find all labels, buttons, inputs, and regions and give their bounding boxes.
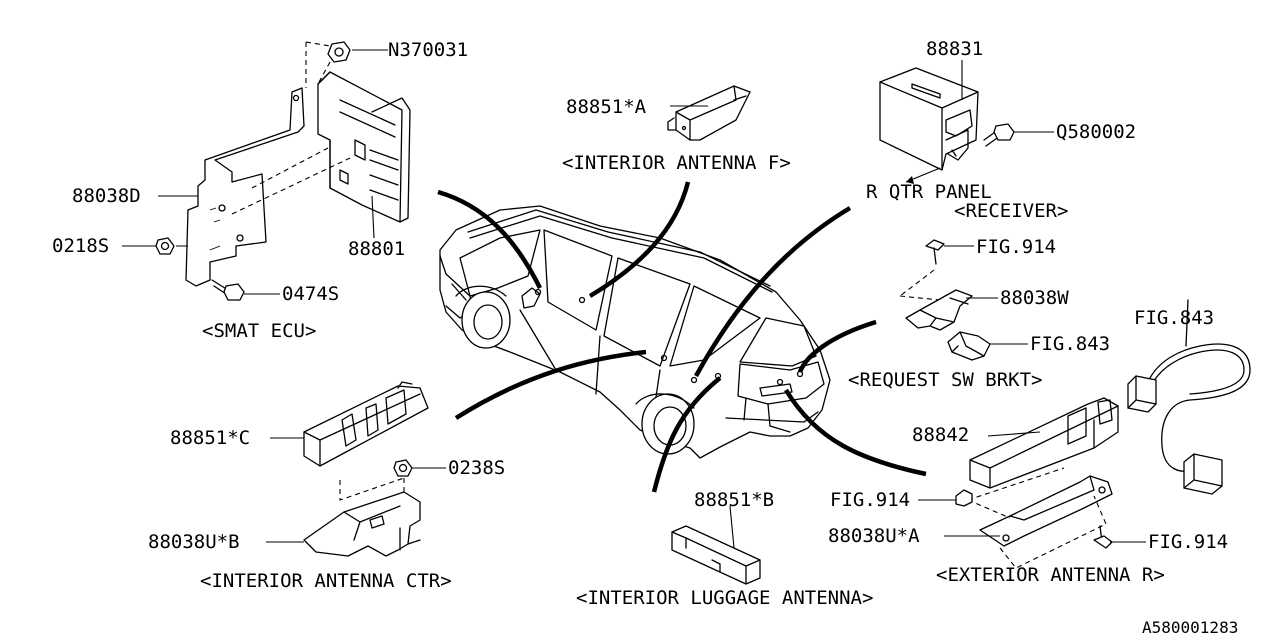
label-0474s: 0474S — [282, 283, 340, 305]
harness-connector-left — [1127, 375, 1157, 413]
group-exterior-antenna-r: <EXTERIOR ANTENNA R> — [936, 564, 1165, 586]
label-88831: 88831 — [926, 38, 984, 60]
smat-ecu-bracket — [185, 87, 305, 287]
label-88851c: 88851*C — [170, 427, 251, 449]
receiver-module — [879, 67, 979, 171]
location-arcs — [437, 181, 927, 493]
label-n370031: N370031 — [388, 39, 469, 61]
label-q580002: Q580002 — [1056, 121, 1137, 143]
interior-antenna-ctr-bracket — [303, 491, 421, 557]
label-fig914-right: FIG.914 — [1148, 531, 1229, 553]
label-88851b: 88851*B — [694, 489, 775, 511]
interior-antenna-ctr-nut — [393, 459, 413, 477]
label-88038d: 88038D — [72, 185, 141, 207]
car-body — [439, 205, 831, 459]
label-88801: 88801 — [348, 238, 406, 260]
label-fig843-brkt: FIG.843 — [1030, 333, 1111, 355]
label-88842: 88842 — [912, 424, 970, 446]
label-88038ua: 88038U*A — [828, 525, 920, 547]
drawing-number: A580001283 — [1142, 618, 1239, 637]
label-0218s: 0218S — [52, 235, 110, 257]
interior-antenna-f-part — [667, 85, 751, 141]
label-fig914-top: FIG.914 — [976, 236, 1057, 258]
exterior-antenna-part — [969, 397, 1119, 489]
smat-ecu-nut-0218s — [155, 237, 175, 255]
label-r-qtr-panel: R QTR PANEL — [866, 181, 992, 203]
label-fig914-mid: FIG.914 — [830, 489, 911, 511]
harness-wire — [1149, 299, 1251, 472]
interior-antenna-ctr-part — [303, 381, 429, 467]
request-sw-bracket — [905, 289, 973, 331]
exterior-antenna-screw — [1093, 525, 1113, 549]
label-88038ub: 88038U*B — [148, 531, 240, 553]
label-88038w: 88038W — [1000, 287, 1069, 309]
interior-luggage-antenna-part — [671, 525, 761, 585]
group-interior-antenna-f: <INTERIOR ANTENNA F> — [562, 152, 791, 174]
smat-ecu-module — [317, 71, 411, 223]
smat-ecu-nut-top — [327, 41, 351, 63]
group-smat-ecu: <SMAT ECU> — [202, 320, 317, 342]
label-fig843-harness: FIG.843 — [1134, 307, 1215, 329]
group-receiver: <RECEIVER> — [954, 200, 1069, 222]
group-interior-antenna-ctr: <INTERIOR ANTENNA CTR> — [200, 570, 452, 592]
label-0238s: 0238S — [448, 457, 506, 479]
exterior-antenna-clip — [955, 489, 973, 507]
receiver-bolt-q580002 — [983, 123, 1015, 147]
group-request-sw-brkt: <REQUEST SW BRKT> — [848, 369, 1043, 391]
exterior-antenna-bracket — [979, 475, 1113, 547]
smat-ecu-bolt-0474s — [211, 279, 245, 301]
request-sw-clip-top — [925, 239, 945, 265]
label-88851a: 88851*A — [566, 96, 647, 118]
group-interior-luggage-antenna: <INTERIOR LUGGAGE ANTENNA> — [576, 587, 874, 609]
request-sw-clip-bottom — [947, 331, 991, 361]
harness-connector-right — [1183, 453, 1223, 495]
